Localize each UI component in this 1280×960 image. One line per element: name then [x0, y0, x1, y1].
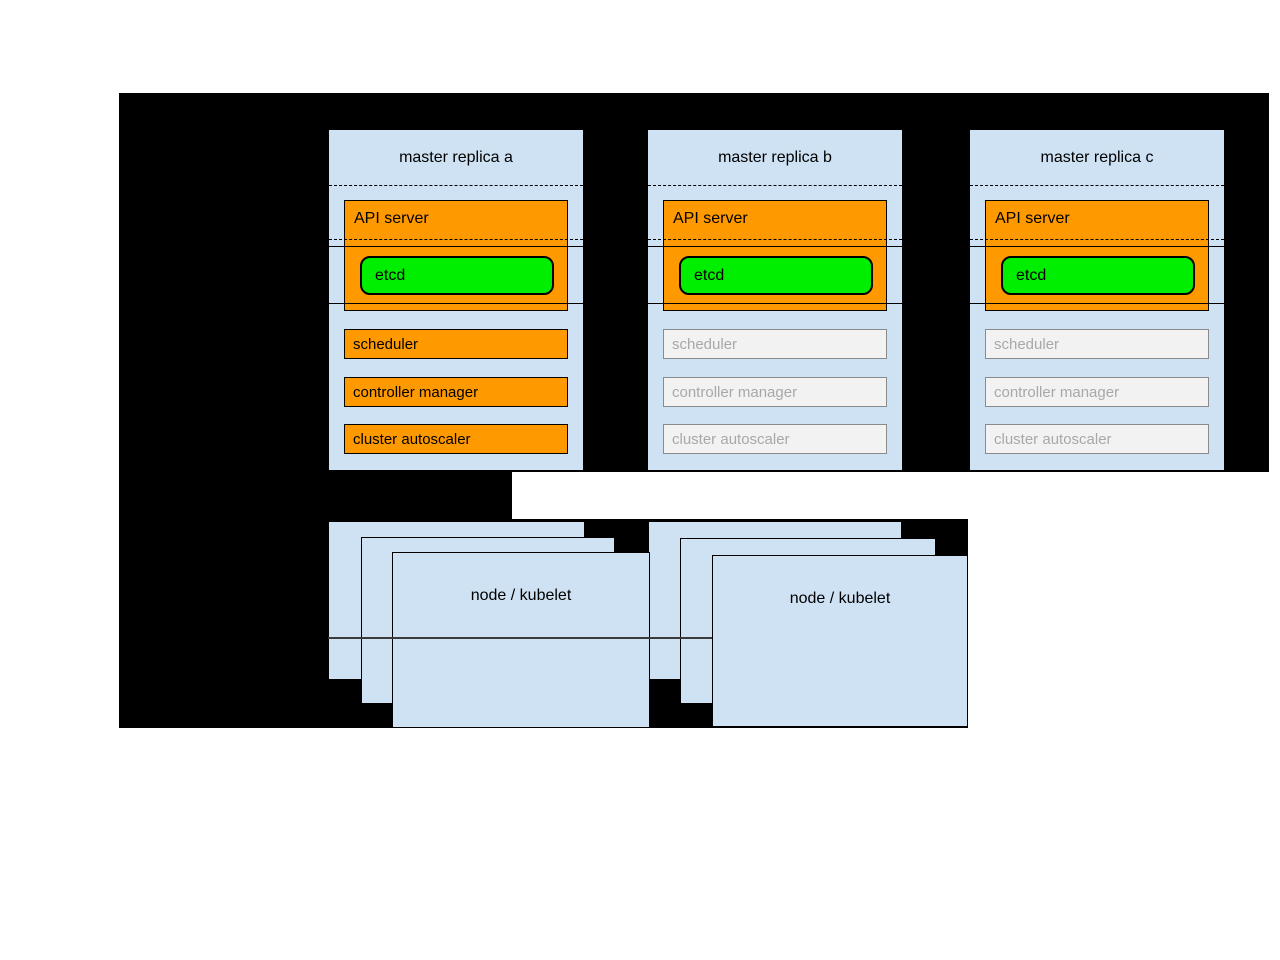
etcd-label: etcd [1016, 266, 1047, 284]
controller-manager-box: controller manager [663, 377, 887, 407]
divider-solid [648, 303, 902, 304]
cluster-autoscaler-box: cluster autoscaler [663, 424, 887, 454]
scheduler-box: scheduler [344, 329, 568, 359]
master-replica-a-panel: master replica a API server etcd schedul… [329, 130, 583, 470]
controller-manager-label: controller manager [994, 383, 1120, 401]
master-replica-c-title: master replica c [1040, 148, 1154, 166]
api-server-label: API server [995, 210, 1070, 227]
divider-dashed [970, 239, 1224, 240]
node-stack-1-front: node / kubelet [392, 552, 650, 728]
divider-solid [329, 303, 583, 304]
divider-solid [329, 246, 583, 247]
scheduler-box: scheduler [663, 329, 887, 359]
cluster-autoscaler-box: cluster autoscaler [344, 424, 568, 454]
scheduler-label: scheduler [353, 335, 419, 353]
divider-solid [970, 303, 1224, 304]
divider-solid [970, 246, 1224, 247]
node-kubelet-label: node / kubelet [789, 590, 891, 607]
scheduler-label: scheduler [672, 335, 738, 353]
api-server-box: API server etcd [985, 200, 1209, 311]
divider-dashed [329, 185, 583, 186]
cluster-autoscaler-label: cluster autoscaler [994, 430, 1112, 448]
controller-manager-label: controller manager [353, 383, 479, 401]
scheduler-label: scheduler [994, 335, 1060, 353]
cluster-autoscaler-label: cluster autoscaler [353, 430, 471, 448]
api-server-box: API server etcd [344, 200, 568, 311]
controller-manager-box: controller manager [344, 377, 568, 407]
controller-manager-label: controller manager [672, 383, 798, 401]
master-replica-c-panel: master replica c API server etcd schedul… [970, 130, 1224, 470]
etcd-box: etcd [679, 256, 873, 295]
etcd-box: etcd [1001, 256, 1195, 295]
master-replica-b-panel: master replica b API server etcd schedul… [648, 130, 902, 470]
divider-dashed [648, 185, 902, 186]
node-kubelet-label: node / kubelet [470, 587, 572, 604]
api-server-label: API server [673, 210, 748, 227]
divider-dashed [329, 239, 583, 240]
scheduler-box: scheduler [985, 329, 1209, 359]
node-connector-line [328, 637, 712, 639]
divider-dashed [648, 239, 902, 240]
controller-manager-box: controller manager [985, 377, 1209, 407]
cluster-autoscaler-label: cluster autoscaler [672, 430, 790, 448]
etcd-label: etcd [375, 266, 406, 284]
canvas-background-middle [119, 472, 512, 519]
etcd-box: etcd [360, 256, 554, 295]
divider-dashed [970, 185, 1224, 186]
api-server-box: API server etcd [663, 200, 887, 311]
api-server-label: API server [354, 210, 429, 227]
master-replica-b-title: master replica b [718, 148, 832, 166]
cluster-autoscaler-box: cluster autoscaler [985, 424, 1209, 454]
etcd-label: etcd [694, 266, 725, 284]
divider-solid [648, 246, 902, 247]
master-replica-a-title: master replica a [399, 148, 513, 166]
node-stack-2-front: node / kubelet [712, 555, 968, 727]
